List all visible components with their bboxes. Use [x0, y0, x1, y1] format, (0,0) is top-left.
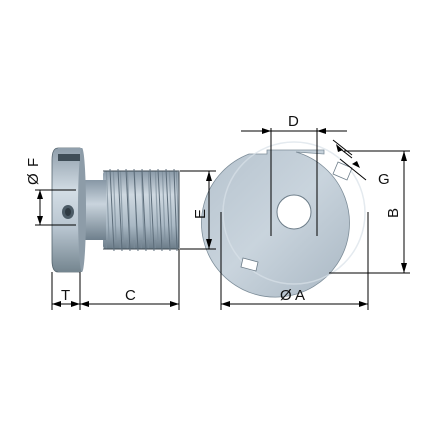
thread-crests: [109, 168, 178, 252]
dimension-g: G: [332, 139, 390, 188]
dim-label-g: G: [378, 171, 390, 188]
dim-label-f: F: [25, 158, 42, 167]
dimension-b: B: [329, 150, 410, 274]
dim-label-d: D: [288, 113, 299, 130]
dimension-e: E: [180, 170, 216, 250]
head: [51, 147, 86, 273]
dim-label-diameter-a-symbol: Ø: [280, 287, 292, 304]
dim-label-e: E: [192, 209, 209, 219]
threaded-shank: [103, 168, 180, 252]
dimension-t-c: T C: [51, 249, 180, 310]
center-hole: [276, 194, 312, 230]
head-slot: [58, 154, 80, 161]
dim-label-a: A: [295, 287, 305, 304]
front-view-part: [201, 128, 366, 298]
dim-label-b: B: [385, 208, 402, 218]
dim-label-t: T: [61, 287, 70, 304]
side-view-part: [51, 147, 180, 273]
dimension-a: Ø A: [220, 212, 369, 310]
dim-label-c: C: [125, 287, 136, 304]
dim-label-diameter-f-symbol: Ø: [25, 173, 42, 185]
edge-notch: [332, 161, 353, 181]
dimension-d: D: [241, 113, 347, 134]
slotted-disc: [201, 149, 350, 298]
lower-notch: [240, 257, 259, 272]
dimension-f: Ø F: [25, 158, 76, 226]
